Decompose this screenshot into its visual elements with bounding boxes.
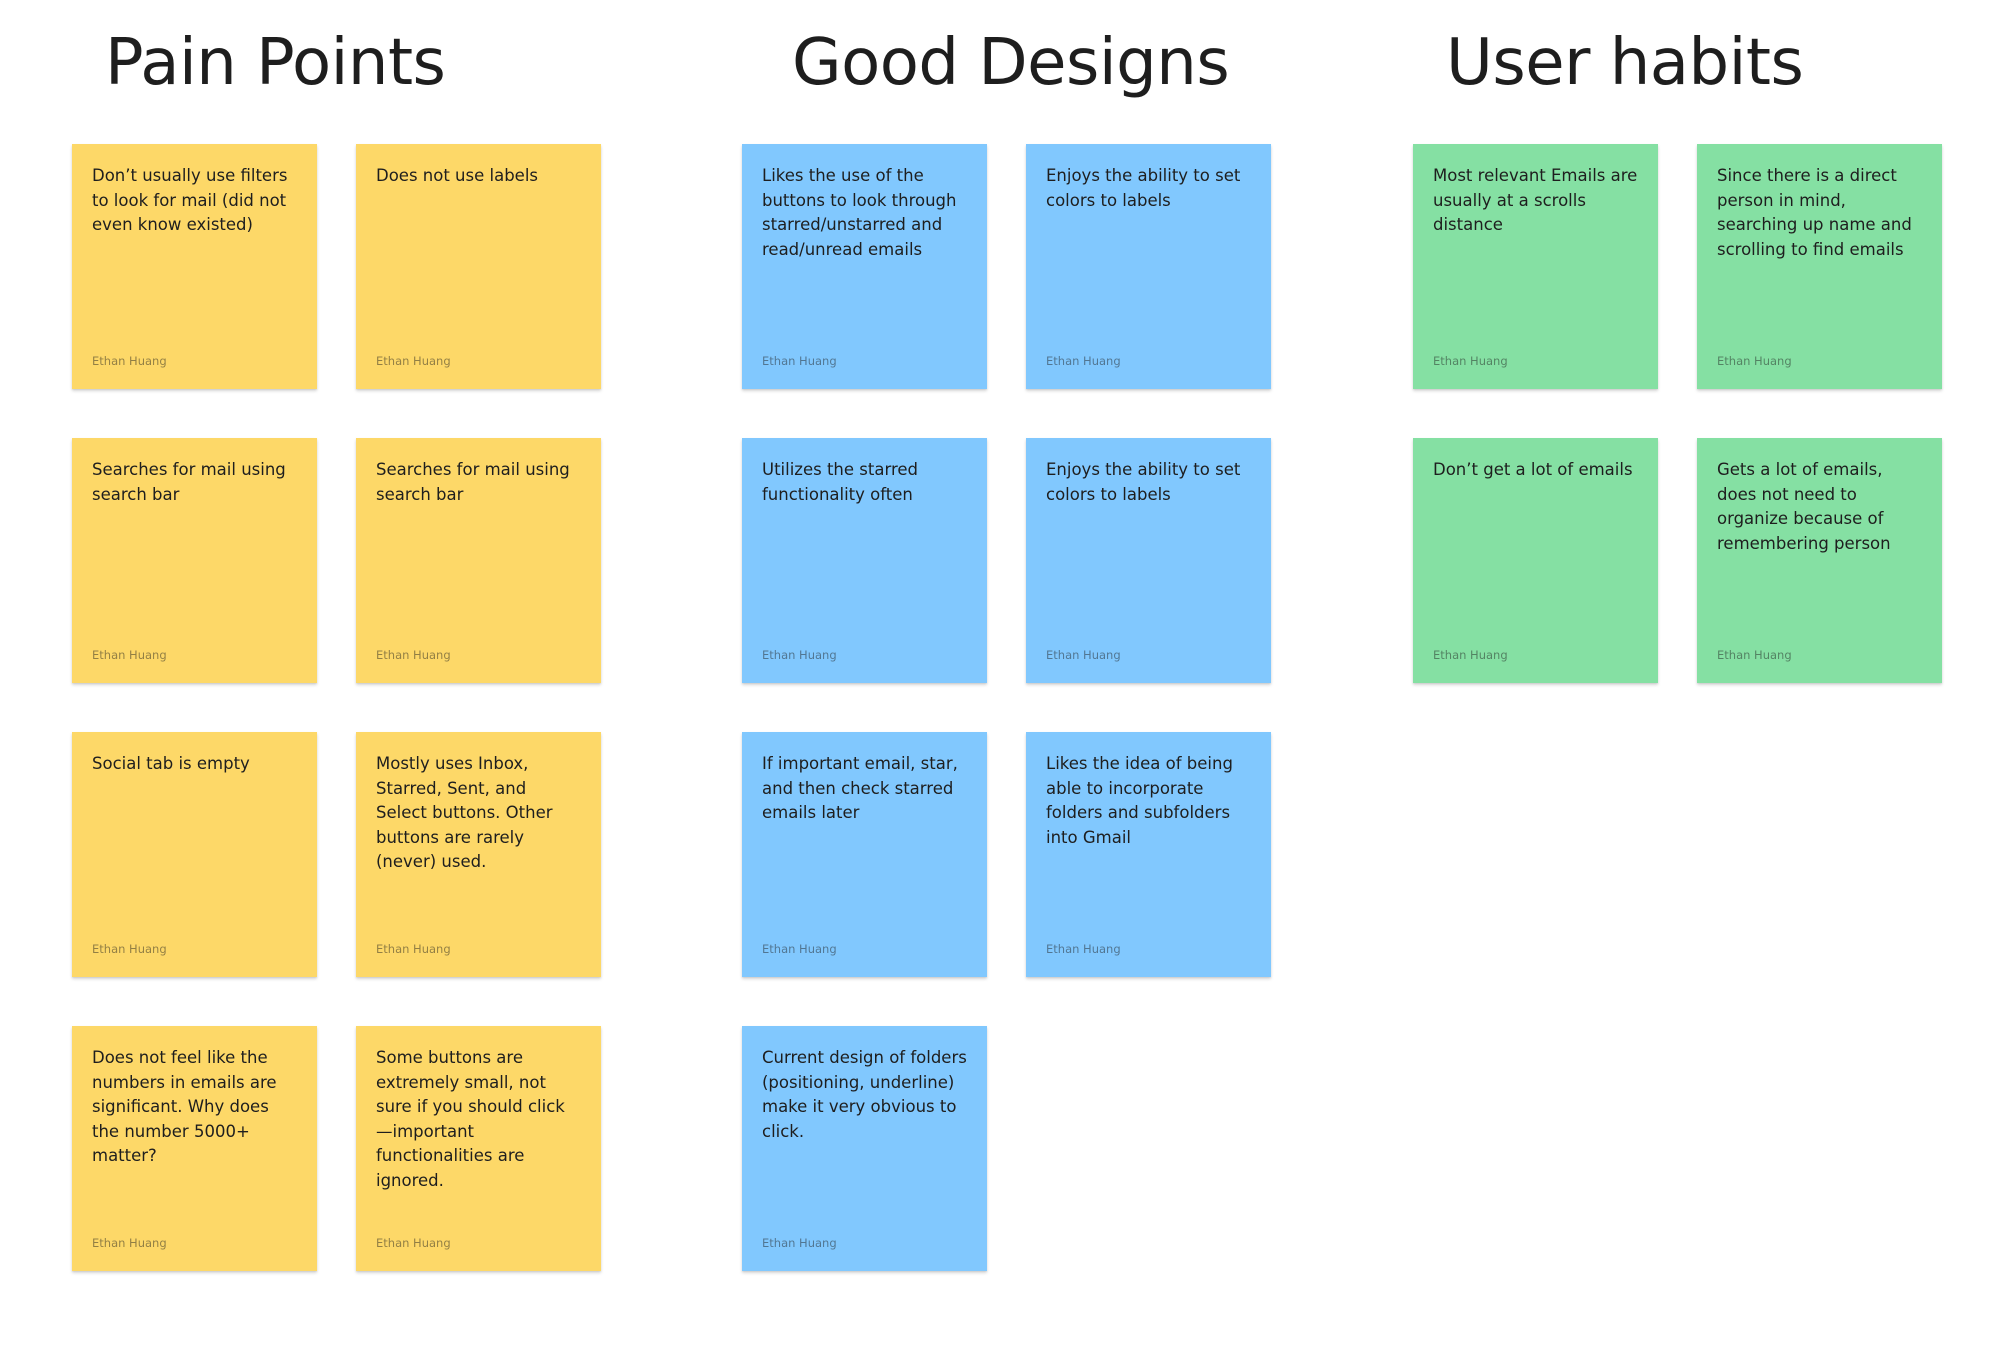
note-text: Does not feel like the numbers in emails… — [92, 1048, 277, 1165]
note-text: Gets a lot of emails, does not need to o… — [1717, 460, 1891, 553]
sticky-note[interactable]: Does not feel like the numbers in emails… — [72, 1026, 317, 1271]
user-habits-column: Most relevant Emails are usually at a sc… — [1413, 144, 1942, 683]
note-text: Don’t get a lot of emails — [1433, 460, 1633, 479]
note-text: Don’t usually use filters to look for ma… — [92, 166, 288, 234]
sticky-note[interactable]: Don’t usually use filters to look for ma… — [72, 144, 317, 389]
note-author: Ethan Huang — [1717, 648, 1792, 662]
sticky-note[interactable]: Since there is a direct person in mind, … — [1697, 144, 1942, 389]
sticky-note[interactable]: Utilizes the starred functionality often… — [742, 438, 987, 683]
note-author: Ethan Huang — [376, 942, 451, 956]
note-author: Ethan Huang — [92, 942, 167, 956]
sticky-note[interactable]: If important email, star, and then check… — [742, 732, 987, 977]
note-text: Searches for mail using search bar — [92, 460, 286, 504]
note-author: Ethan Huang — [376, 648, 451, 662]
note-author: Ethan Huang — [92, 1236, 167, 1250]
note-author: Ethan Huang — [1433, 648, 1508, 662]
note-author: Ethan Huang — [1046, 942, 1121, 956]
note-text: Likes the use of the buttons to look thr… — [762, 166, 957, 259]
sticky-note[interactable]: Don’t get a lot of emails Ethan Huang — [1413, 438, 1658, 683]
sticky-note[interactable]: Social tab is empty Ethan Huang — [72, 732, 317, 977]
note-author: Ethan Huang — [376, 354, 451, 368]
note-author: Ethan Huang — [376, 1236, 451, 1250]
section-title-pain-points: Pain Points — [105, 26, 446, 100]
sticky-note[interactable]: Mostly uses Inbox, Starred, Sent, and Se… — [356, 732, 601, 977]
note-text: Mostly uses Inbox, Starred, Sent, and Se… — [376, 754, 553, 871]
note-author: Ethan Huang — [1433, 354, 1508, 368]
sticky-note[interactable]: Most relevant Emails are usually at a sc… — [1413, 144, 1658, 389]
sticky-note[interactable]: Some buttons are extremely small, not su… — [356, 1026, 601, 1271]
note-author: Ethan Huang — [1046, 354, 1121, 368]
note-text: Searches for mail using search bar — [376, 460, 570, 504]
sticky-note[interactable]: Gets a lot of emails, does not need to o… — [1697, 438, 1942, 683]
note-author: Ethan Huang — [762, 942, 837, 956]
note-author: Ethan Huang — [92, 648, 167, 662]
sticky-note[interactable]: Enjoys the ability to set colors to labe… — [1026, 144, 1271, 389]
note-text: Does not use labels — [376, 166, 539, 185]
note-author: Ethan Huang — [1717, 354, 1792, 368]
note-text: Enjoys the ability to set colors to labe… — [1046, 460, 1241, 504]
note-text: Current design of folders (positioning, … — [762, 1048, 967, 1141]
sticky-note[interactable]: Searches for mail using search bar Ethan… — [356, 438, 601, 683]
note-text: Most relevant Emails are usually at a sc… — [1433, 166, 1638, 234]
section-title-good-designs: Good Designs — [792, 26, 1230, 100]
section-title-user-habits: User habits — [1446, 26, 1804, 100]
note-author: Ethan Huang — [762, 1236, 837, 1250]
note-text: Likes the idea of being able to incorpor… — [1046, 754, 1233, 847]
note-author: Ethan Huang — [762, 354, 837, 368]
pain-points-column: Don’t usually use filters to look for ma… — [72, 144, 601, 1271]
note-text: Some buttons are extremely small, not su… — [376, 1048, 565, 1190]
note-text: If important email, star, and then check… — [762, 754, 958, 822]
note-text: Social tab is empty — [92, 754, 250, 773]
sticky-note[interactable]: Enjoys the ability to set colors to labe… — [1026, 438, 1271, 683]
sticky-note[interactable]: Likes the use of the buttons to look thr… — [742, 144, 987, 389]
sticky-note[interactable]: Likes the idea of being able to incorpor… — [1026, 732, 1271, 977]
note-text: Since there is a direct person in mind, … — [1717, 166, 1912, 259]
sticky-note[interactable]: Searches for mail using search bar Ethan… — [72, 438, 317, 683]
sticky-note[interactable]: Current design of folders (positioning, … — [742, 1026, 987, 1271]
note-text: Utilizes the starred functionality often — [762, 460, 918, 504]
sticky-note[interactable]: Does not use labels Ethan Huang — [356, 144, 601, 389]
good-designs-column: Likes the use of the buttons to look thr… — [742, 144, 1271, 1271]
note-author: Ethan Huang — [762, 648, 837, 662]
note-author: Ethan Huang — [92, 354, 167, 368]
note-text: Enjoys the ability to set colors to labe… — [1046, 166, 1241, 210]
note-author: Ethan Huang — [1046, 648, 1121, 662]
